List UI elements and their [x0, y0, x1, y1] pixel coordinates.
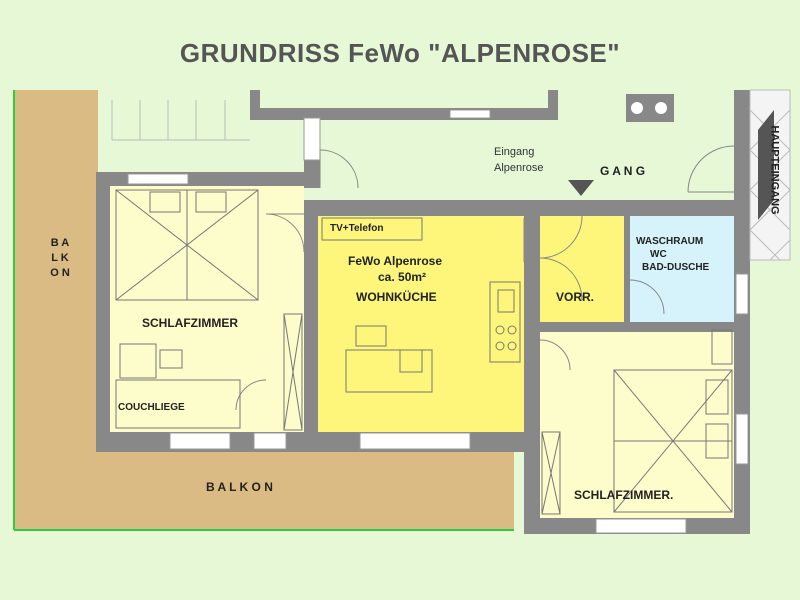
vent-holes — [631, 102, 667, 114]
vorraum-fill — [540, 216, 626, 322]
schlafzimmer-left-fill — [110, 186, 304, 432]
gang-label: G A N G — [600, 164, 646, 178]
schlafzimmer-right-label: SCHLAFZIMMER. — [574, 488, 674, 502]
eingang-arrow — [568, 180, 594, 196]
schlafzimmer-right-fill — [540, 324, 734, 518]
balkon-area-bottom — [14, 452, 514, 530]
windows — [127, 109, 749, 534]
bed-left — [115, 189, 259, 301]
balkon-vertical-label: B A L K O N — [50, 237, 70, 279]
waschraum-fill — [628, 216, 734, 322]
wardrobe-right — [541, 329, 733, 515]
wohnkueche-label: WOHNKÜCHE — [356, 290, 437, 304]
stairs — [111, 100, 250, 141]
vorraum-label: VORR. — [556, 290, 595, 304]
waschraum-label: WASCHRAUM — [636, 236, 704, 247]
wohnkueche-name-label: FeWo Alpenrose — [348, 254, 443, 268]
doors — [235, 145, 735, 411]
tv-box — [321, 217, 423, 241]
haupteingang-label: HAUPTEINGANG — [768, 125, 781, 215]
wohnkueche-size-label: ca. 50m² — [378, 270, 427, 284]
haupteingang-arrow — [758, 110, 774, 220]
wc-label: WC — [650, 249, 667, 260]
balkon-horizontal-label: B A L K O N — [206, 480, 273, 494]
bad-dusche-label: BAD-DUSCHE — [642, 262, 710, 273]
couchliege-label: COUCHLIEGE — [118, 402, 185, 413]
bed-right — [613, 369, 733, 513]
tv-telefon-label: TV+Telefon — [330, 223, 384, 234]
eingang-alpenrose-label: Alpenrose — [494, 162, 544, 174]
wohnkueche-fill — [318, 216, 524, 432]
plan-title: GRUNDRISS FeWo "ALPENROSE" — [179, 38, 621, 68]
eingang-label: Eingang — [494, 146, 535, 158]
couch-left — [115, 343, 241, 429]
kitchen-furniture — [345, 281, 521, 393]
wardrobe-left — [283, 313, 303, 431]
schlafzimmer-left-label: SCHLAFZIMMER — [142, 316, 238, 330]
